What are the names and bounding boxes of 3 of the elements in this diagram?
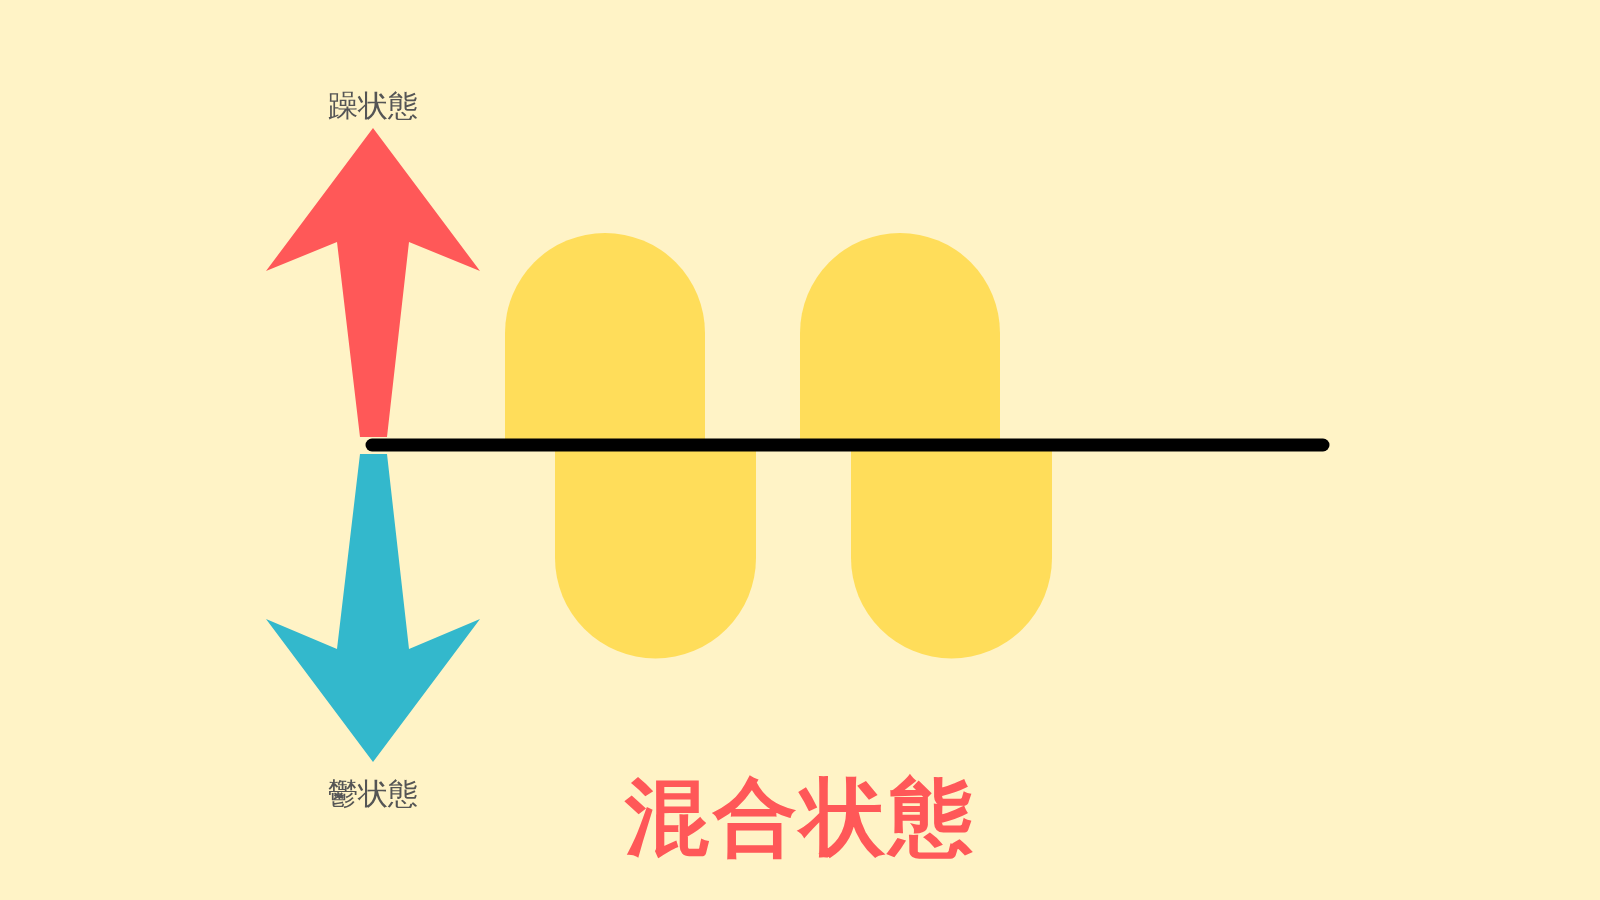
title: 混合状態 bbox=[625, 767, 977, 868]
state-label: 躁状態 bbox=[328, 86, 418, 125]
state-label: 鬱状態 bbox=[328, 774, 418, 813]
